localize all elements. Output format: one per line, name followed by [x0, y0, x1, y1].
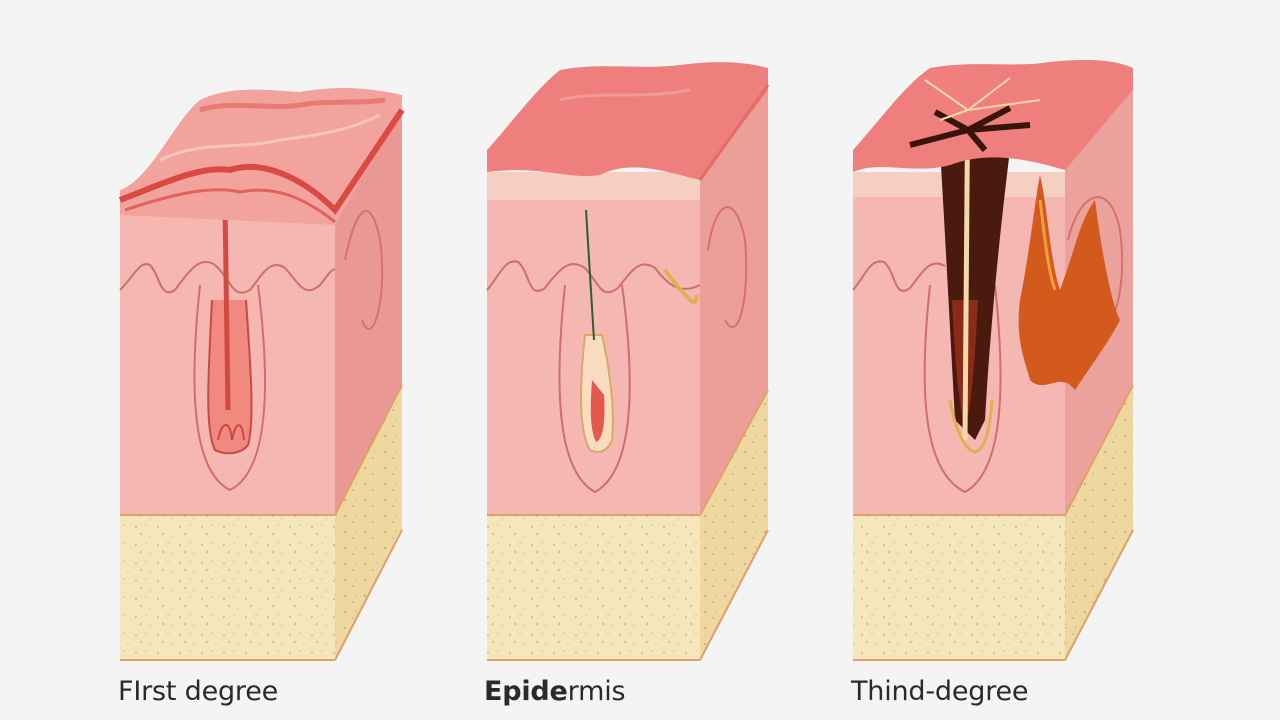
hair-follicle-icon	[923, 284, 1002, 494]
red-burn-channel	[222, 204, 231, 411]
caption-third-degree: Thind-degree	[851, 676, 1029, 707]
dermal-papillae	[852, 260, 946, 292]
caption-second-degree: Epidermis	[484, 676, 626, 707]
panel-third-degree	[852, 60, 1134, 661]
hair-follicle-icon	[193, 284, 266, 492]
caption-rest-part: rmis	[567, 676, 626, 707]
block-side-face	[334, 95, 403, 661]
subcutaneous-fat	[487, 515, 700, 660]
dermal-papillae	[486, 260, 701, 294]
hair-follicle-icon	[558, 284, 631, 494]
blister-mark	[663, 268, 699, 305]
char-cracks	[909, 105, 1031, 152]
dermal-papillae	[119, 260, 336, 294]
hair-shaft	[585, 209, 595, 341]
subcutaneous-fat	[120, 515, 335, 660]
panel-second-degree	[486, 62, 770, 661]
epidermis-top	[487, 62, 768, 181]
subcutaneous-fat	[853, 515, 1065, 660]
epidermis-top	[120, 88, 402, 225]
panel-first-degree	[118, 88, 405, 661]
caption-first-degree: FIrst degree	[118, 676, 279, 707]
block-side-face	[699, 70, 769, 661]
caption-bold-part: Epide	[484, 676, 568, 707]
